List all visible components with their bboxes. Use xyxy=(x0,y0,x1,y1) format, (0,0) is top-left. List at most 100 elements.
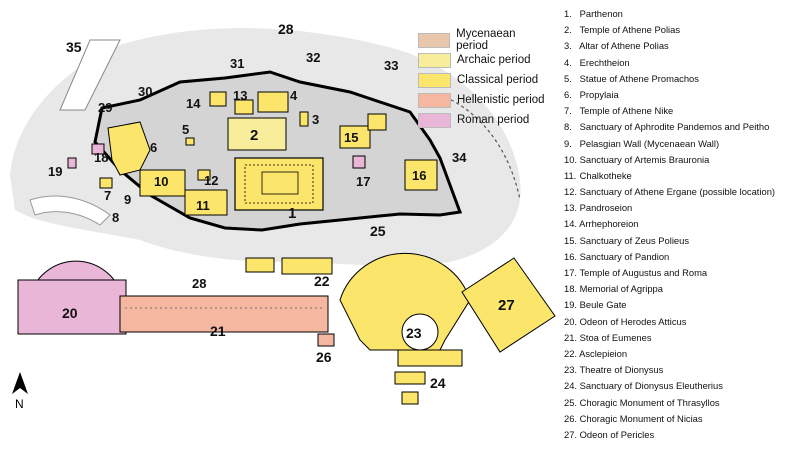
site-name: Sanctuary of Aphrodite Pandemos and Peit… xyxy=(579,121,770,133)
asclepieion[interactable] xyxy=(281,257,333,275)
site-name: Sanctuary of Athene Ergane (possible loc… xyxy=(579,186,776,198)
label-11: 11 xyxy=(196,198,210,213)
legend-item: Classical period xyxy=(418,70,548,90)
site-number: 21. xyxy=(564,331,578,343)
legend-item: Hellenistic period xyxy=(418,90,548,110)
list-item: 15. Sanctuary of Zeus Polieus xyxy=(564,233,800,249)
sanctuary-dionysus[interactable] xyxy=(394,371,426,385)
list-item: 18. Memorial of Agrippa xyxy=(564,281,800,297)
legend-label: Classical period xyxy=(457,74,539,86)
list-item: 9. Pelasgian Wall (Mycenaean Wall) xyxy=(564,136,800,152)
label-29: 29 xyxy=(98,100,112,115)
label-28-bottom: 28 xyxy=(192,276,206,291)
legend-label: Hellenistic period xyxy=(457,94,545,106)
legend-swatch-roman xyxy=(418,112,451,128)
temple-athene-nike[interactable] xyxy=(99,177,113,189)
site-name: Sanctuary of Dionysus Eleutherius xyxy=(579,380,723,392)
site-name: Memorial of Agrippa xyxy=(579,283,663,295)
label-7: 7 xyxy=(104,188,111,203)
site-name: Beule Gate xyxy=(579,299,627,311)
list-item: 16. Sanctuary of Pandion xyxy=(564,249,800,265)
site-number: 6. xyxy=(564,88,572,100)
acropolis-map: N 1 2 3 4 5 6 7 8 9 10 11 12 13 14 15 16… xyxy=(10,21,556,411)
label-31: 31 xyxy=(230,56,244,71)
site-number: 17. xyxy=(564,267,578,278)
site-number: 3. xyxy=(564,40,572,52)
list-item: 2. Temple of Athene Polias xyxy=(564,22,800,38)
monument-nicias[interactable] xyxy=(317,333,335,347)
site-name: Asclepieion xyxy=(579,347,628,359)
sanctuary-artemis[interactable] xyxy=(139,169,186,197)
site-name: Odeon of Herodes Atticus xyxy=(579,315,687,327)
label-10: 10 xyxy=(154,174,168,189)
dashed-road xyxy=(439,94,521,201)
label-20: 20 xyxy=(62,305,78,321)
list-item: 25. Choragic Monument of Thrasyllos xyxy=(564,395,800,411)
sanctuary-zeus-polieus[interactable] xyxy=(339,125,371,149)
erechtheion[interactable] xyxy=(257,91,289,113)
north-arrow-icon xyxy=(12,372,28,394)
memorial-agrippa[interactable] xyxy=(91,143,105,155)
site-name: Propylaia xyxy=(579,88,619,100)
list-item: 5. Statue of Athene Promachos xyxy=(564,71,800,87)
road-35 xyxy=(59,39,121,111)
site-number: 1. xyxy=(564,8,572,19)
label-5: 5 xyxy=(182,122,189,137)
list-item: 7. Temple of Athene Nike xyxy=(564,103,800,119)
sanctuary-pandion[interactable] xyxy=(404,159,438,191)
site-name: Sanctuary of Artemis Brauronia xyxy=(579,153,710,165)
site-number: 24. xyxy=(564,380,578,392)
label-33: 33 xyxy=(384,58,398,73)
list-item: 6. Propylaia xyxy=(564,87,800,103)
beule-gate[interactable] xyxy=(67,157,77,169)
label-15: 15 xyxy=(344,130,358,145)
label-25: 25 xyxy=(370,223,386,239)
site-number: 12. xyxy=(564,186,578,198)
site-number: 19. xyxy=(564,299,578,311)
label-9: 9 xyxy=(124,192,131,207)
list-item: 20. Odeon of Herodes Atticus xyxy=(564,314,800,330)
temple-augustus-roma[interactable] xyxy=(352,155,366,169)
altar-athene-polias[interactable] xyxy=(299,111,309,127)
stoa-eumenes[interactable] xyxy=(119,295,329,333)
statue-promachos[interactable] xyxy=(185,137,195,146)
label-6: 6 xyxy=(150,140,157,155)
legend-swatch-hellenistic xyxy=(418,92,451,108)
site-number: 5. xyxy=(564,72,572,84)
site-list: 1. Parthenon 2. Temple of Athene Polias … xyxy=(564,6,800,443)
legend-item: Archaic period xyxy=(418,50,548,70)
label-4: 4 xyxy=(290,88,298,103)
label-14: 14 xyxy=(186,96,201,111)
label-17: 17 xyxy=(356,174,370,189)
site-name: Sanctuary of Pandion xyxy=(579,250,670,262)
odeon-pericles[interactable] xyxy=(461,257,556,353)
site-number: 2. xyxy=(564,24,572,36)
period-legend: Mycenaean period Archaic period Classica… xyxy=(418,28,548,130)
site-number: 13. xyxy=(564,202,578,214)
temple-athene-polias[interactable] xyxy=(227,117,287,151)
list-item: 27. Odeon of Pericles xyxy=(564,427,800,443)
label-24: 24 xyxy=(430,375,446,391)
list-item: 3. Altar of Athene Polias xyxy=(564,38,800,54)
list-item: 1. Parthenon xyxy=(564,6,800,22)
sanctuary-athene-ergane[interactable] xyxy=(197,169,211,181)
pandroseion[interactable] xyxy=(234,99,254,115)
road-west xyxy=(29,195,111,226)
site-name: Arrhephoreion xyxy=(579,218,639,230)
arrhephoreion[interactable] xyxy=(209,91,227,107)
site-number: 8. xyxy=(564,121,572,133)
site-name: Theatre of Dionysus xyxy=(579,364,664,376)
site-number: 15. xyxy=(564,234,578,246)
site-name: Choragic Monument of Thrasyllos xyxy=(579,396,720,408)
chalkotheke[interactable] xyxy=(184,189,228,216)
site-number: 25. xyxy=(564,396,578,408)
list-item: 14. Arrhephoreion xyxy=(564,216,800,232)
label-27: 27 xyxy=(498,297,515,314)
site-number: 14. xyxy=(564,218,578,230)
site-name: Stoa of Eumenes xyxy=(579,331,652,343)
site-number: 16. xyxy=(564,250,578,262)
label-13: 13 xyxy=(233,88,247,103)
site-number: 9. xyxy=(564,137,572,149)
parthenon[interactable] xyxy=(234,157,324,211)
site-number: 22. xyxy=(564,347,578,359)
